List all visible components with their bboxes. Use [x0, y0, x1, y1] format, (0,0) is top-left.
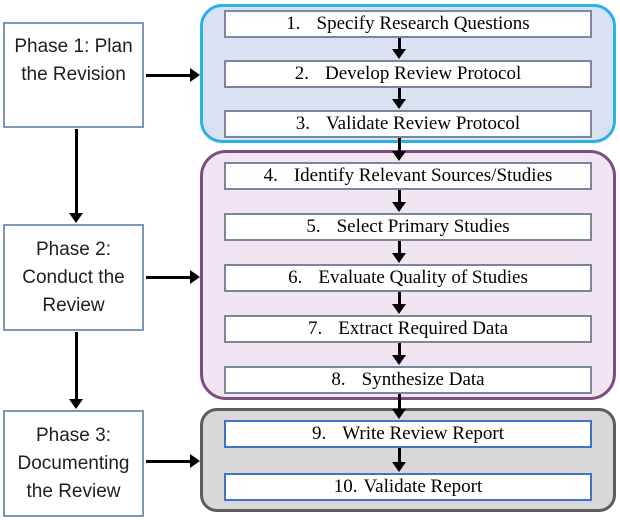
step-number: 10.: [333, 476, 358, 497]
step-number: 7.: [307, 318, 323, 339]
step-label: Develop Review Protocol: [324, 63, 522, 84]
phase-3-box: Phase 3: Documenting the Review: [3, 410, 144, 517]
arrow-step2-to-step3: [392, 88, 406, 109]
arrow-phase2-to-phase3: [69, 332, 83, 409]
arrow-step7-to-step8: [392, 343, 406, 365]
phase-1-box: Phase 1: Plan the Revision: [3, 22, 144, 128]
arrow-phase1-to-group1: [146, 68, 200, 82]
step-number: 4.: [263, 165, 278, 186]
step-box-5: 5. Select Primary Studies: [224, 213, 592, 241]
arrow-step4-to-step5: [392, 190, 406, 212]
step-box-4: 4. Identify Relevant Sources/Studies: [224, 162, 592, 190]
arrow-phase1-to-phase2: [69, 129, 83, 223]
step-label: Specify Research Questions: [316, 13, 530, 34]
phase-1-label-line: Phase 1: Plan: [14, 36, 133, 57]
step-box-8: 8. Synthesize Data: [224, 366, 592, 394]
arrow-step1-to-step2: [392, 38, 406, 59]
step-box-2: 2. Develop Review Protocol: [224, 60, 592, 88]
step-label: Write Review Report: [342, 423, 504, 444]
step-label: Validate Review Protocol: [326, 113, 521, 134]
phase-2-label-line: Conduct the: [22, 266, 125, 288]
step-label: Identify Relevant Sources/Studies: [293, 165, 553, 186]
step-box-9: 9. Write Review Report: [224, 420, 592, 448]
arrow-step5-to-step6: [392, 241, 406, 263]
arrow-step6-to-step7: [392, 292, 406, 314]
step-number: 6.: [288, 267, 303, 288]
arrow-phase2-to-group2: [146, 270, 200, 284]
step-number: 8.: [331, 369, 346, 390]
step-box-6: 6. Evaluate Quality of Studies: [224, 264, 592, 292]
phase-3-label-line: the Review: [26, 480, 121, 502]
phase-3-label-line: Phase 3:: [36, 424, 111, 446]
phase-2-label-line: Phase 2:: [36, 238, 111, 260]
step-label: Validate Report: [363, 476, 483, 497]
phase-3-label-line: Documenting: [17, 452, 130, 474]
step-number: 3.: [295, 113, 311, 134]
step-number: 9.: [312, 423, 327, 444]
step-label: Evaluate Quality of Studies: [318, 267, 528, 288]
step-label: Extract Required Data: [338, 318, 509, 339]
arrow-step9-to-step10: [392, 448, 406, 472]
phase-2-box: Phase 2: Conduct the Review: [3, 224, 144, 331]
phase-1-label-line: the Revision: [21, 64, 126, 85]
step-number: 1.: [286, 13, 301, 34]
step-box-3: 3. Validate Review Protocol: [224, 110, 592, 138]
step-label: Select Primary Studies: [336, 216, 510, 237]
step-box-7: 7. Extract Required Data: [224, 315, 592, 343]
step-number: 5.: [306, 216, 321, 237]
step-box-1: 1. Specify Research Questions: [224, 10, 592, 38]
arrow-step8-to-step9: [392, 394, 406, 419]
step-box-10: 10. Validate Report: [224, 473, 592, 501]
arrow-phase3-to-group3: [146, 454, 200, 468]
phase-2-label-line: Review: [42, 294, 105, 316]
step-number: 2.: [294, 63, 309, 84]
step-label: Synthesize Data: [361, 369, 485, 390]
arrow-step3-to-step4: [392, 138, 406, 161]
